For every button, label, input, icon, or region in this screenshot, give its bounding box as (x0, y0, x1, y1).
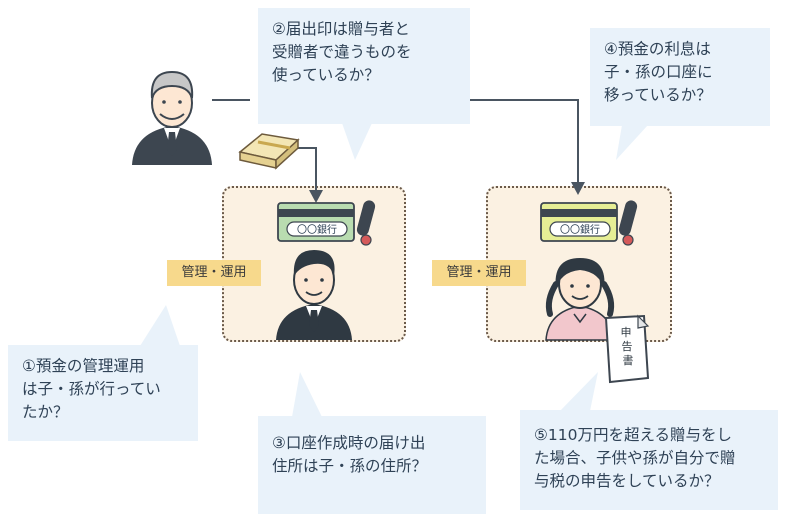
arrow-head-right (571, 182, 585, 195)
granddaughter-person-icon (545, 258, 615, 341)
arrow-head-left (309, 190, 323, 203)
bank-card-right-label: 〇〇銀行 (560, 223, 600, 236)
bank-card-left (277, 202, 355, 242)
question-bubble-4: ④預金の利息は 子・孫の口座に 移っているか？ (590, 28, 770, 126)
son-person-icon (276, 250, 352, 340)
form-char-2: 告 (622, 340, 633, 353)
money-bundle-icon (238, 133, 300, 170)
question-bubble-2: ②届出印は贈与者と 受贈者で違うものを 使っているか？ (258, 8, 470, 124)
form-char-3: 書 (623, 353, 634, 367)
connector-line-money (296, 147, 317, 193)
connector-line-to-right (470, 99, 579, 185)
bubble-tail-2 (342, 123, 372, 160)
donor-person-icon (132, 70, 212, 165)
seal-left-icon (356, 200, 376, 246)
question-bubble-1: ①預金の管理運用 は子・孫が行ってい たか？ (8, 345, 198, 441)
bubble-tail-1 (140, 305, 180, 346)
bubble-tail-4 (616, 125, 648, 160)
bubble-tail-5 (560, 372, 598, 411)
seal-right-icon (618, 200, 638, 246)
bank-card-right (540, 202, 618, 242)
bubble-tail-3 (292, 372, 322, 417)
question-bubble-3: ③口座作成時の届け出 住所は子・孫の住所？ (258, 416, 486, 514)
tax-return-form-icon (604, 314, 650, 384)
form-char-1: 申 (621, 326, 632, 339)
management-tag-right: 管理・運用 (432, 260, 526, 286)
question-bubble-5: ⑤110万円を超える贈与をし た場合、子供や孫が自分で贈 与税の申告をしているか… (520, 410, 778, 510)
management-tag-left: 管理・運用 (167, 260, 261, 286)
bank-card-left-label: 〇〇銀行 (297, 223, 337, 236)
